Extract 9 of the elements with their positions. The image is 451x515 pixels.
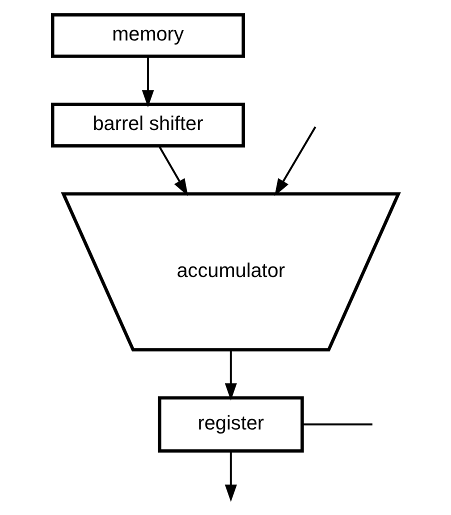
arrow: [224, 350, 237, 400]
node-box: barrel shifter: [50, 102, 245, 148]
arrow: [158, 146, 188, 196]
arrow: [224, 452, 237, 502]
arrow: [142, 56, 154, 108]
node-box: memory: [50, 13, 245, 58]
node-box: register: [158, 396, 304, 453]
arrow: [274, 126, 316, 196]
connector: [302, 423, 372, 426]
